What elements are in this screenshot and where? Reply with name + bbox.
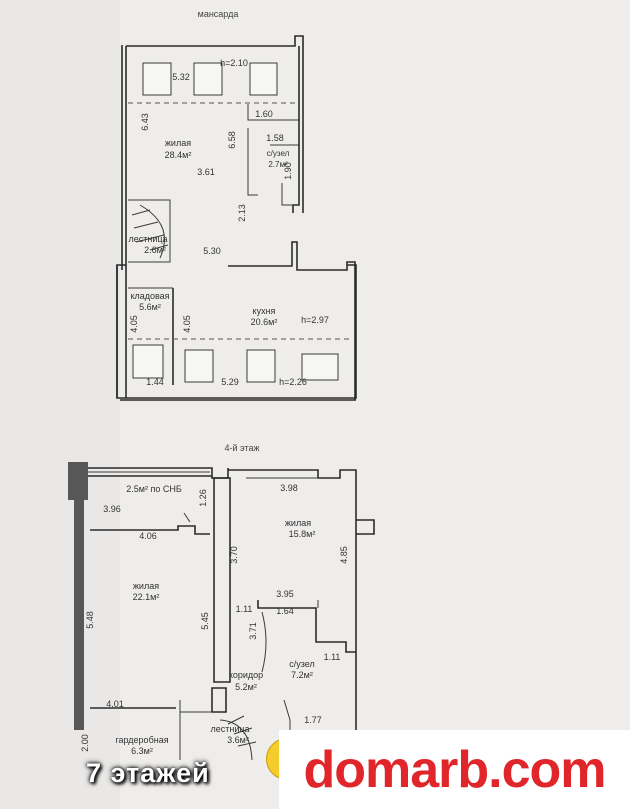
dimension-label: 5.30	[203, 246, 221, 256]
room-name: лестница	[128, 234, 167, 244]
room-area: 2.7м²	[268, 160, 288, 169]
dimension-label: 1.11	[324, 652, 341, 662]
room-area: 28.4м²	[165, 150, 192, 160]
dimension-label: 4.05	[129, 315, 139, 333]
dimension-label: 4.06	[139, 531, 157, 541]
height-label: h=2.97	[301, 315, 329, 325]
room-name: кладовая	[130, 291, 169, 301]
room-name: жилая	[133, 581, 159, 591]
dimension-label: 4.85	[339, 546, 349, 564]
dimension-label: 1.60	[255, 109, 273, 119]
room-area: 22.1м²	[133, 592, 160, 602]
room-area: 5.2м²	[235, 682, 257, 692]
dimension-label: 5.32	[172, 72, 190, 82]
room-name: кухня	[253, 306, 276, 316]
watermark: domarb.com	[279, 730, 630, 809]
dimension-label: 4.05	[182, 315, 192, 333]
dimension-label: 1.26	[198, 489, 208, 507]
room-name: жилая	[285, 518, 311, 528]
room-area: 2.6м²	[144, 245, 166, 255]
dimension-label: 6.43	[140, 113, 150, 131]
room-area: 6.3м²	[131, 746, 153, 756]
dimension-label: 1.77	[304, 715, 322, 725]
dimension-label: 3.95	[276, 589, 294, 599]
dimension-label: 4.01	[106, 699, 124, 709]
room-area: 20.6м²	[251, 317, 278, 327]
dimension-label: 3.98	[280, 483, 298, 493]
dimension-label: 5.45	[200, 612, 210, 630]
dimension-label: 3.96	[103, 504, 121, 514]
room-area: 5.6м²	[139, 302, 161, 312]
dimension-label: 1.64	[276, 606, 294, 616]
brand-logo-text: domarb.com	[303, 740, 606, 799]
room-name: коридор	[229, 670, 263, 680]
area-note: 2.5м² по СНБ	[126, 484, 182, 494]
dimension-label: 5.48	[85, 611, 95, 629]
room-name: с/узел	[267, 149, 290, 158]
dimension-label: 1.90	[283, 162, 293, 180]
dimension-label: 1.44	[146, 377, 164, 387]
dimension-label: 1.58	[266, 133, 284, 143]
dimension-label: 3.61	[197, 167, 215, 177]
room-name: лестница	[210, 724, 249, 734]
room-name: гардеробная	[115, 735, 168, 745]
room-area: 15.8м²	[289, 529, 316, 539]
room-name: с/узел	[289, 659, 314, 669]
dimension-label: 2.13	[237, 204, 247, 222]
floor4-title: 4-й этаж	[225, 443, 260, 453]
height-label: h=2.26	[279, 377, 307, 387]
height-label: h=2.10	[220, 58, 248, 68]
floor4-plan: 4-й этаж жилая 15.8м² жилая 22.1м² с/узе…	[68, 443, 375, 761]
room-name: жилая	[165, 138, 191, 148]
attic-title: мансарда	[198, 9, 239, 19]
dimension-label: 1.11	[236, 604, 253, 614]
room-area: 7.2м²	[291, 670, 313, 680]
attic-plan: мансарда жилая 28.4м	[116, 9, 357, 401]
dimension-label: 3.71	[248, 622, 258, 640]
dimension-label: 5.29	[221, 377, 239, 387]
floors-count-text: 7 этажей	[86, 758, 210, 788]
dimension-label: 3.70	[229, 546, 239, 564]
room-area: 3.6м²	[227, 735, 249, 745]
dimension-label: 2.00	[80, 734, 90, 752]
dimension-label: 6.58	[227, 131, 237, 149]
